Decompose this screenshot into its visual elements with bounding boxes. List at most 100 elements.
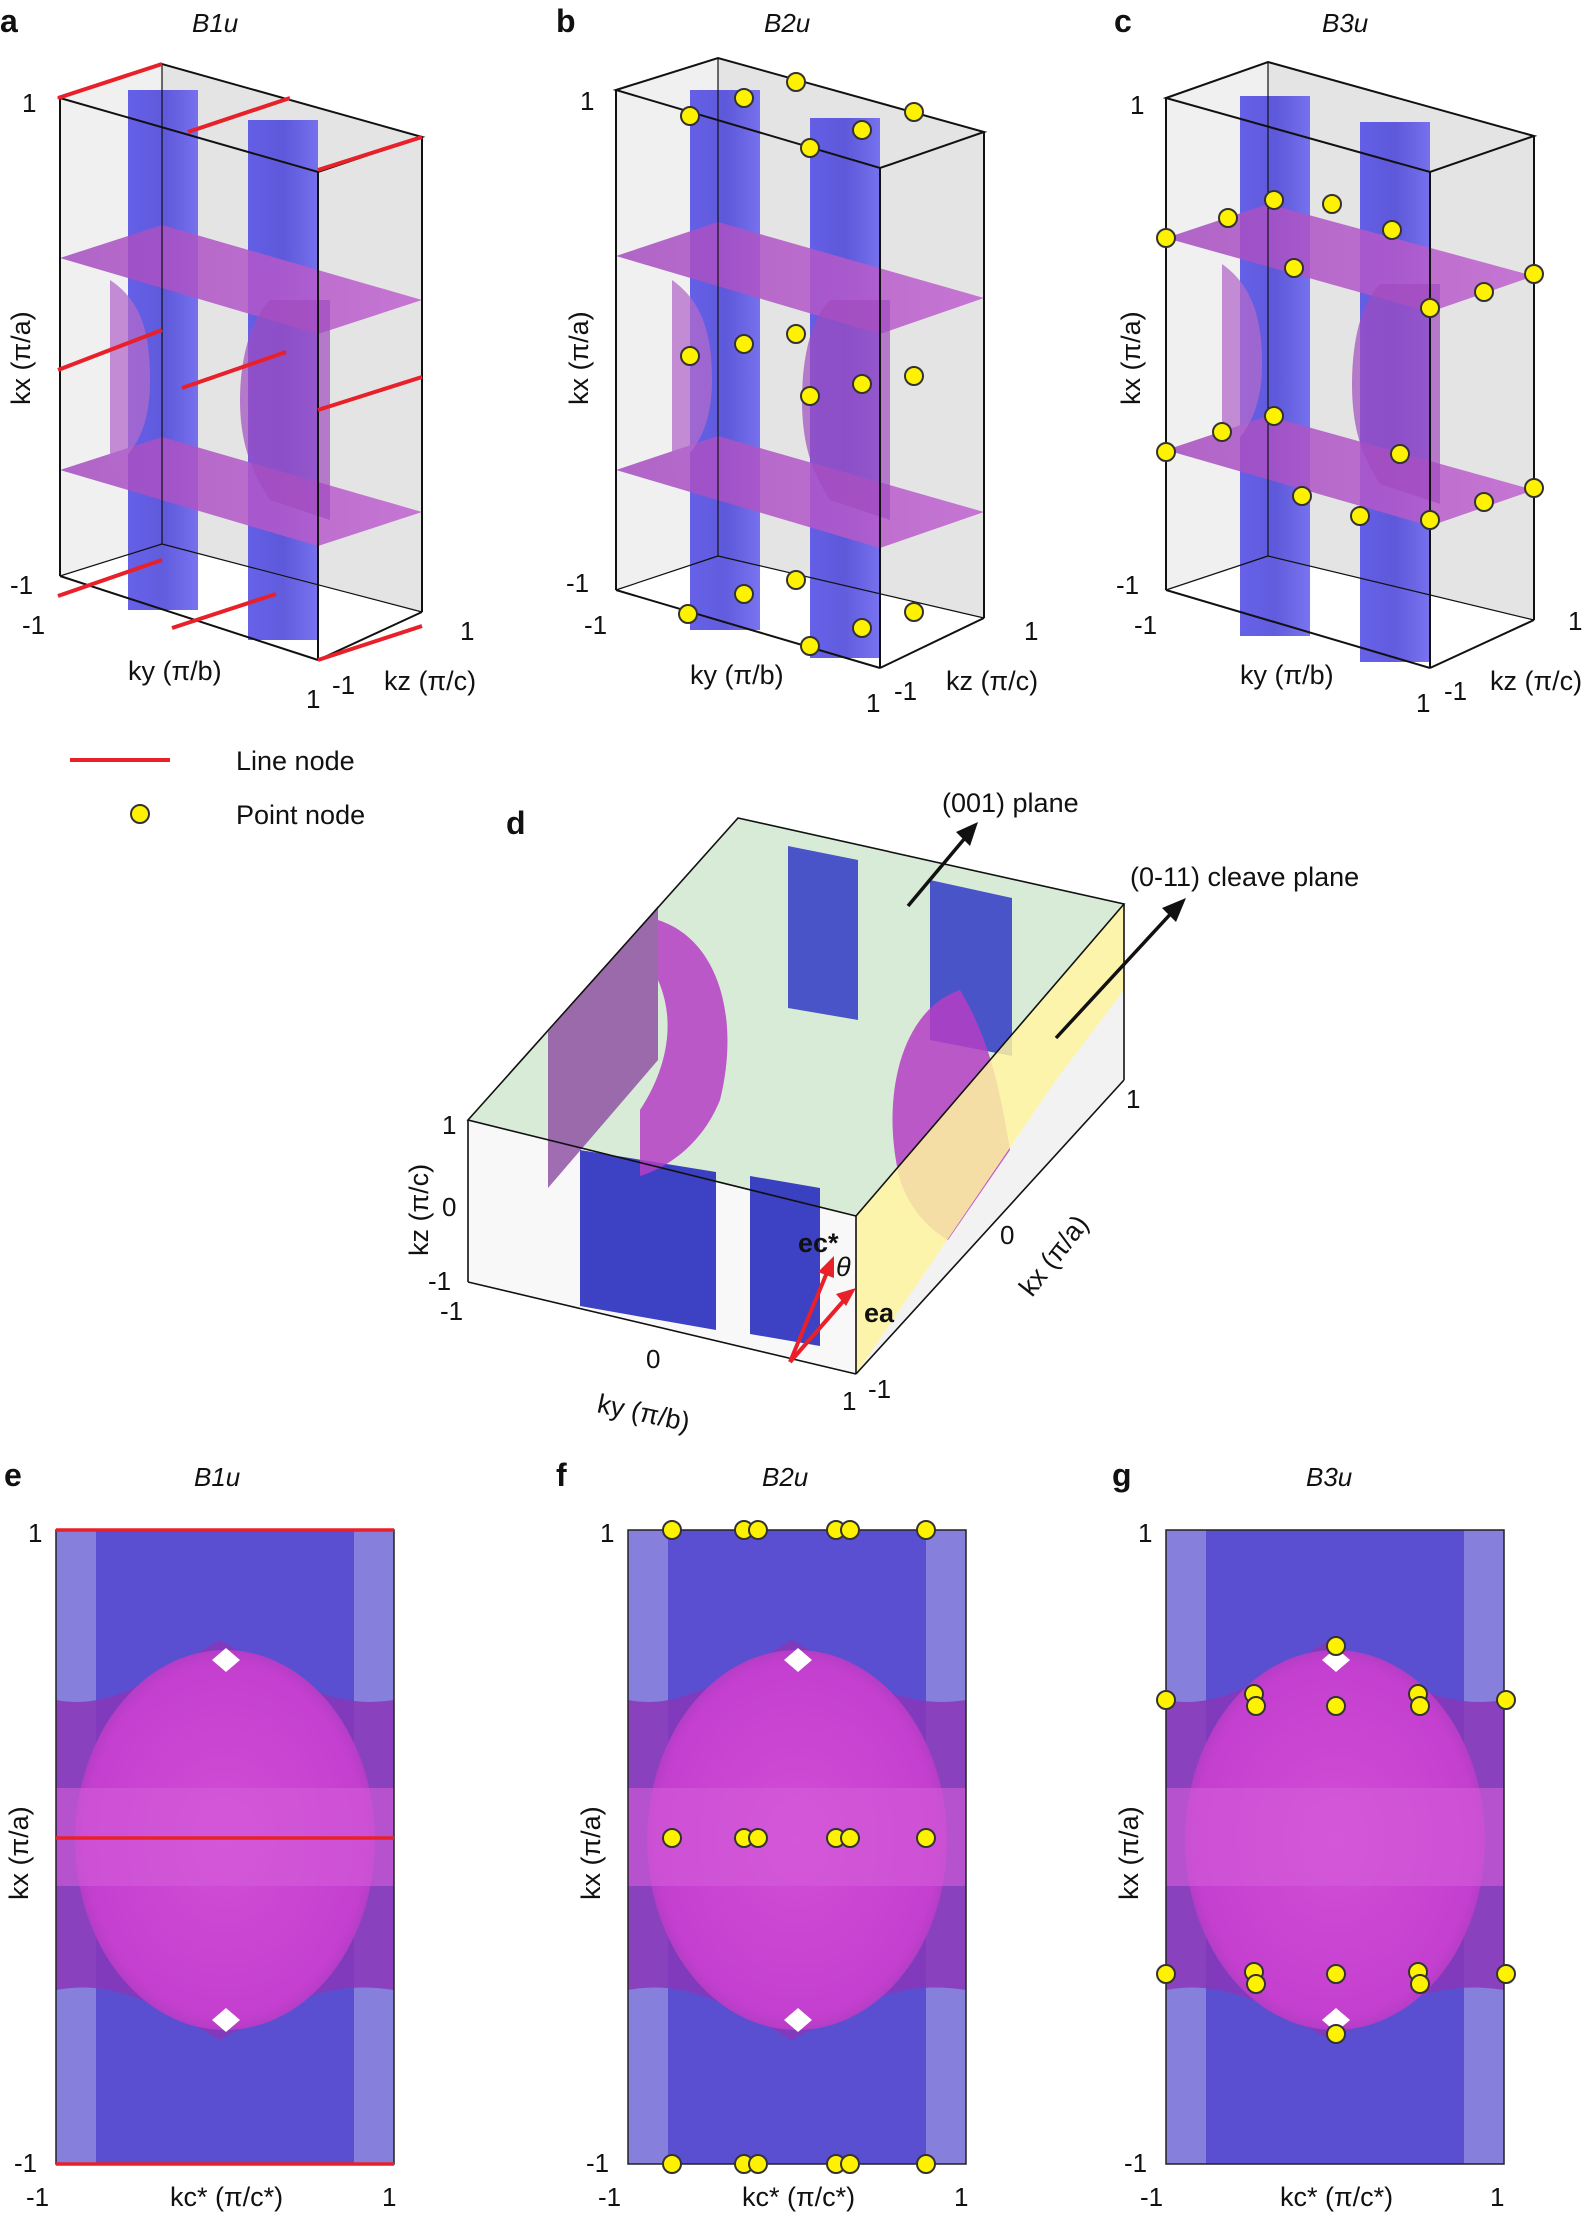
axis-label-kz: kz (π/c) [1490, 666, 1582, 696]
tick-kx-pos: 1 [600, 1518, 614, 1548]
point-node [840, 1828, 860, 1848]
point-node [1322, 194, 1342, 214]
axis-label-kc: kc* (π/c*) [742, 2182, 855, 2212]
point-node [1474, 282, 1494, 302]
axis-label-kx: kx (π/a) [4, 1806, 34, 1900]
axis-label-ky: ky (π/b) [128, 656, 222, 686]
tick-kx-pos: 1 [1130, 90, 1144, 120]
tick-ky-pos: 1 [842, 1386, 856, 1416]
panel-e-irrep: B1u [194, 1462, 240, 1492]
tick-ky-neg: -1 [584, 610, 607, 640]
panel-letter-g: g [1112, 1457, 1132, 1493]
fermi-sheet-magenta [60, 225, 422, 334]
tick-kx-neg: -1 [868, 1374, 891, 1404]
axis-label-kx: kx (π/a) [1013, 1209, 1094, 1301]
legend-line-node-label: Line node [236, 746, 355, 776]
tick-kx-pos: 1 [1138, 1518, 1152, 1548]
legend-point-node-swatch [130, 804, 150, 824]
tick-ky-neg: -1 [22, 610, 45, 640]
cleave-plane [856, 904, 1124, 1374]
point-node [1246, 1974, 1266, 1994]
point-node [662, 1828, 682, 1848]
axis-label-ky: ky (π/b) [595, 1389, 693, 1438]
panel-b-irrep: B2u [764, 8, 810, 38]
panel-g-plot [1165, 1529, 1505, 2165]
tick-kx-neg: -1 [14, 2148, 37, 2178]
label-theta: θ [836, 1252, 851, 1282]
tick-kx-pos: 1 [28, 1518, 42, 1548]
panel-f: f B2u [556, 1457, 968, 2212]
line-node [57, 328, 163, 372]
point-node [786, 324, 806, 344]
tick-kz-neg: -1 [332, 670, 355, 700]
point-node [852, 618, 872, 638]
point-node [1474, 492, 1494, 512]
point-node [916, 2154, 936, 2174]
point-node [748, 1828, 768, 1848]
label-001-plane: (001) plane [942, 788, 1079, 818]
point-node [1212, 422, 1232, 442]
tick-ky-pos: 1 [1416, 688, 1430, 718]
point-node [1350, 506, 1370, 526]
fermi-sheet-blue [750, 1176, 820, 1346]
point-node [680, 346, 700, 366]
tick-kc-neg: -1 [1140, 2182, 1163, 2212]
fermi-sheet-magenta [60, 437, 422, 546]
point-node [800, 138, 820, 158]
panel-c: c B3u [1114, 3, 1582, 718]
point-node [1326, 1636, 1346, 1656]
line-node [187, 96, 291, 134]
line-node [317, 624, 423, 662]
fermi-sheet-magenta [616, 436, 984, 548]
axis-label-kc: kc* (π/c*) [1280, 2182, 1393, 2212]
point-node [734, 584, 754, 604]
normal-cleave-arrow [1054, 906, 1178, 1040]
point-node [904, 602, 924, 622]
point-node [680, 106, 700, 126]
line-node [57, 558, 163, 598]
fermi-sheet-magenta [1166, 204, 1534, 312]
point-node [1524, 478, 1544, 498]
point-node [916, 1520, 936, 1540]
panel-letter-c: c [1114, 3, 1132, 39]
e-c-vector-arrow [788, 1269, 830, 1363]
panel-letter-f: f [556, 1457, 567, 1493]
tick-ky-pos: 1 [866, 688, 880, 718]
point-node [734, 88, 754, 108]
point-node [1382, 220, 1402, 240]
point-node [904, 366, 924, 386]
point-node [1496, 1690, 1516, 1710]
tick-kx-zero: 0 [1000, 1220, 1014, 1250]
tick-kx-neg: -1 [1124, 2148, 1147, 2178]
point-node [1410, 1696, 1430, 1716]
point-node [786, 570, 806, 590]
panel-a: a B1u [0, 3, 476, 714]
point-node [904, 102, 924, 122]
tick-ky-neg: -1 [440, 1296, 463, 1326]
point-node [1284, 258, 1304, 278]
point-node [1326, 1964, 1346, 1984]
point-node [1410, 1974, 1430, 1994]
panel-f-plot [627, 1529, 967, 2165]
point-node [1218, 208, 1238, 228]
axis-label-kx: kx (π/a) [1116, 311, 1146, 405]
axis-label-kx: kx (π/a) [576, 1806, 606, 1900]
legend: Line node Point node [70, 746, 365, 830]
point-node [916, 1828, 936, 1848]
point-node [1496, 1964, 1516, 1984]
axis-label-kz: kz (π/c) [384, 666, 476, 696]
line-node [317, 135, 423, 172]
point-node [678, 604, 698, 624]
tick-kx-neg: -1 [586, 2148, 609, 2178]
point-node [1264, 406, 1284, 426]
point-node [1326, 2024, 1346, 2044]
point-node [1156, 228, 1176, 248]
panel-d-arrows [788, 822, 1186, 1364]
point-node [786, 72, 806, 92]
point-node [1420, 510, 1440, 530]
label-e-a: ea [864, 1298, 895, 1328]
axis-label-kz: kz (π/c) [946, 666, 1038, 696]
point-node [1246, 1696, 1266, 1716]
panel-g: g B3u [1112, 1457, 1516, 2212]
point-node [1156, 1964, 1176, 1984]
